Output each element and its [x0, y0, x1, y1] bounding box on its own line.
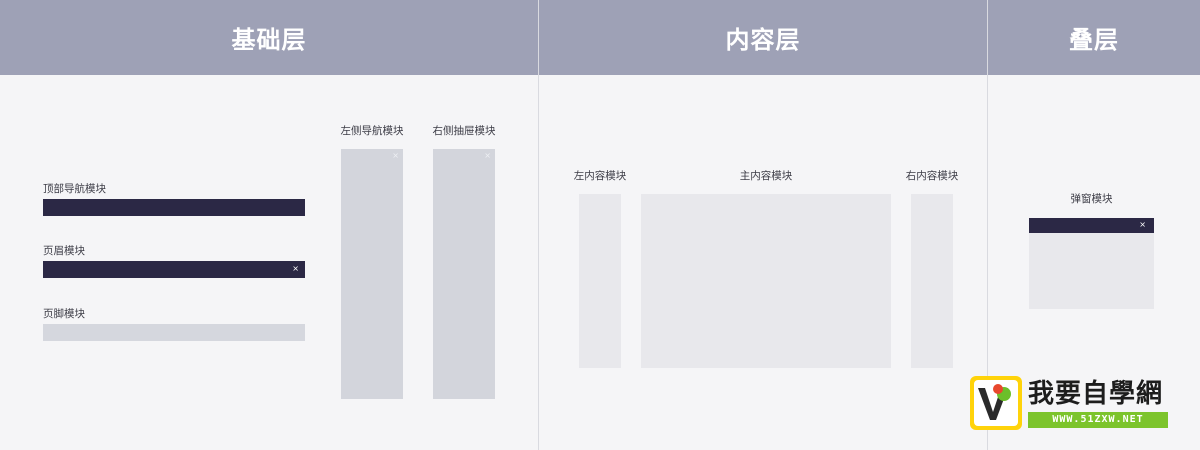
top-nav-label: 顶部导航模块: [43, 183, 106, 195]
footer-label: 页脚模块: [43, 308, 85, 320]
left-nav-label: 左侧导航模块: [340, 125, 404, 137]
content-layer-header: 内容层: [539, 0, 987, 75]
left-nav-close-icon[interactable]: ×: [392, 151, 399, 160]
left-content-label: 左内容模块: [573, 170, 627, 182]
left-nav-panel: ×: [341, 149, 403, 399]
overlay-layer-header: 叠层: [988, 0, 1200, 75]
left-content-panel: [579, 194, 621, 368]
right-content-label: 右内容模块: [905, 170, 959, 182]
logo-badge-icon: [970, 376, 1022, 430]
top-nav-bar: [43, 199, 305, 216]
right-content-panel: [911, 194, 953, 368]
right-drawer-label: 右侧抽屉模块: [432, 125, 496, 137]
base-layer-title: 基础层: [231, 26, 307, 54]
header-label: 页眉模块: [43, 245, 85, 257]
watermark-logo: 我要自學網 WWW.51ZXW.NET: [970, 376, 1170, 430]
content-layer-title: 内容层: [725, 26, 801, 54]
divider-content-overlay: [987, 0, 988, 450]
right-drawer-close-icon[interactable]: ×: [484, 151, 491, 160]
popup-label: 弹窗模块: [1070, 193, 1113, 205]
header-close-icon[interactable]: ×: [292, 264, 299, 273]
logo-text: 我要自學網: [1028, 379, 1164, 409]
right-drawer-panel: ×: [433, 149, 495, 399]
divider-base-content: [538, 0, 539, 450]
popup-close-icon[interactable]: ×: [1139, 220, 1146, 229]
overlay-layer-title: 叠层: [1069, 26, 1119, 54]
popup-titlebar: ×: [1029, 218, 1154, 233]
popup-body: [1029, 233, 1154, 309]
header-bar: ×: [43, 261, 305, 278]
main-content-panel: [641, 194, 891, 368]
main-content-label: 主内容模块: [739, 170, 793, 182]
logo-url: WWW.51ZXW.NET: [1028, 412, 1168, 428]
footer-bar: [43, 324, 305, 341]
base-layer-header: 基础层: [0, 0, 538, 75]
